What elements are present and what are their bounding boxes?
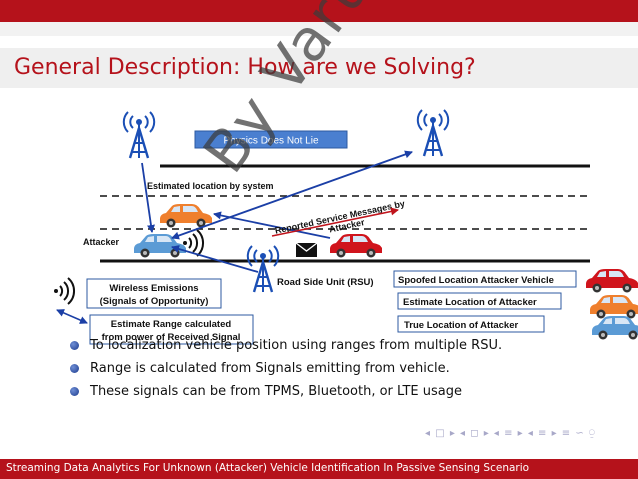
estimated-car [160, 204, 212, 228]
attacker-car [134, 234, 186, 258]
physics-label: Physics Does Not Lie [223, 136, 318, 147]
estimated-location-label: Estimated location by system [147, 181, 274, 191]
physics-label-box [194, 130, 348, 149]
bullet-item: To localization vehicle position using r… [68, 334, 502, 357]
legend-estimate-car [590, 295, 638, 319]
bullet-text: To localization vehicle position using r… [90, 338, 503, 353]
message-envelope-icon [295, 242, 318, 257]
bullet-text: These signals can be from TPMS, Bluetoot… [90, 384, 462, 399]
title-bar [0, 48, 638, 88]
bullet-item: Range is calculated from Signals emittin… [68, 357, 502, 380]
bullet-icon [70, 364, 79, 373]
bullet-icon [70, 341, 79, 350]
wireless-emissions-label-1: Wireless Emissions [109, 283, 198, 294]
reported-messages-arrow [271, 207, 399, 237]
attacker-label: Attacker [83, 237, 120, 247]
footer-title: Streaming Data Analytics For Unknown (At… [6, 462, 530, 474]
beamer-navigation-icons[interactable]: ◂ □ ▸ ◂ ◻ ▸ ◂ ≡ ▸ ◂ ≡ ▸ ≡ ∽ ⍜ [425, 428, 596, 439]
header-band [0, 22, 638, 36]
ranging-arrow-rsu [171, 245, 259, 273]
bullet-list: To localization vehicle position using r… [68, 334, 502, 403]
legend-true-car [592, 316, 638, 340]
legend-true-label: True Location of Attacker [404, 320, 518, 331]
wireless-emissions-box [86, 278, 222, 309]
wireless-emissions-label-2: (Signals of Opportunity) [100, 296, 209, 307]
legend-true-box [397, 315, 545, 333]
footer-bar [0, 459, 638, 479]
bullet-item: These signals can be from TPMS, Bluetoot… [68, 380, 502, 403]
estimate-range-label-2: from power of Received Signal [102, 332, 241, 343]
legend-spoofed-label: Spoofed Location Attacker Vehicle [398, 275, 554, 286]
range-link-arrow [56, 309, 88, 324]
spoofed-car [330, 234, 382, 258]
rsu-tower-right [416, 108, 450, 158]
rsu-label: Road Side Unit (RSU) [277, 277, 374, 288]
top-bar [0, 0, 638, 22]
ranging-arrow-left-tower [141, 162, 155, 233]
legend-spoofed-car [586, 269, 638, 293]
rsu-tower-center [246, 244, 280, 294]
wireless-waves-icon [53, 277, 76, 305]
rsu-tower-left [122, 110, 156, 160]
legend-spoofed-box [393, 270, 577, 288]
legend-estimate-box [397, 292, 562, 310]
slide-title: General Description: How are we Solving? [14, 55, 476, 80]
bullet-text: Range is calculated from Signals emittin… [90, 361, 450, 376]
ranging-arrow-right-tower [171, 150, 413, 240]
spoofed-report-arrow [213, 211, 331, 239]
estimate-range-box [89, 314, 254, 345]
legend-estimate-label: Estimate Location of Attacker [403, 297, 537, 308]
bullet-icon [70, 387, 79, 396]
estimate-range-label-1: Estimate Range calculated [111, 319, 232, 330]
